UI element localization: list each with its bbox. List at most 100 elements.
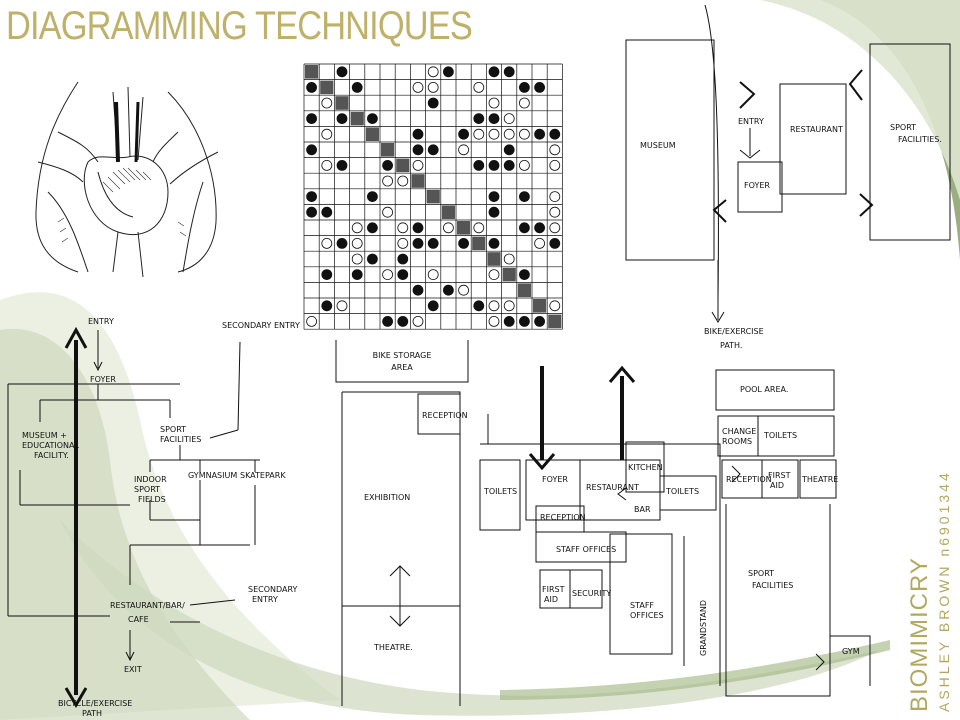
svg-text:THEATRE.: THEATRE. [373,643,413,652]
matrix-dot [336,300,348,312]
matrix-dot [382,315,393,327]
svg-text:AID: AID [544,595,558,604]
matrix-dot [473,160,485,171]
matrix-dot [412,160,424,171]
matrix-dot [442,284,454,296]
matrix-dot [367,222,378,234]
matrix-dot [549,144,561,156]
svg-text:EDUCATIONAL: EDUCATIONAL [22,441,80,450]
svg-text:FACILITIES.: FACILITIES. [898,135,942,144]
svg-text:FACILITIES: FACILITIES [752,581,793,590]
heart-sketch [35,81,219,278]
matrix-dot [473,82,485,93]
matrix-dot [306,191,318,203]
svg-text:TOILETS: TOILETS [665,487,699,496]
matrix-dot [518,269,530,281]
matrix-dot [503,253,515,265]
matrix-dot [458,128,470,140]
matrix-dot [306,206,318,218]
matrix-dot [488,66,500,78]
svg-text:MUSEUM: MUSEUM [640,141,676,150]
matrix-dot [306,144,318,156]
matrix-dot [488,237,500,249]
matrix-dot [427,82,439,93]
svg-text:SPORT: SPORT [160,425,186,434]
matrix-diagonal-cell [502,267,516,282]
svg-text:FIELDS: FIELDS [138,495,166,504]
svg-text:ENTRY: ENTRY [88,317,114,326]
svg-text:AREA: AREA [391,363,413,372]
svg-text:BICYCLE/EXERCISE: BICYCLE/EXERCISE [58,699,132,708]
page-title: DIAGRAMMING TECHNIQUES [6,4,473,48]
svg-text:FACILITIES: FACILITIES [160,435,201,444]
matrix-dot [321,269,333,281]
matrix-dot [412,82,424,93]
bubble-diagram: MUSEUM ENTRY RESTAURANT SPORT FACILITIES… [625,4,951,350]
matrix-dot [488,300,500,312]
matrix-dot [427,97,439,109]
matrix-diagonal-cell [517,283,531,297]
svg-text:FOYER: FOYER [744,181,770,190]
svg-text:RECEPTION: RECEPTION [422,411,468,420]
matrix-dot [488,160,500,171]
svg-text:SECURITY: SECURITY [572,589,611,598]
matrix-dot [473,300,485,312]
matrix-dot [549,160,561,171]
matrix-diagonal-cell [335,96,349,110]
svg-text:SPORT: SPORT [134,485,160,494]
matrix-dot [427,237,439,249]
matrix-dot [351,82,363,93]
svg-text:SECONDARY: SECONDARY [248,585,298,594]
matrix-dot [488,128,500,140]
matrix-dot [518,191,530,203]
matrix-dot [336,113,348,124]
matrix-diagonal-cell [305,65,319,79]
svg-text:POOL AREA.: POOL AREA. [740,385,788,394]
matrix-dot [534,315,546,327]
floor-plan: BIKE STORAGE AREA POOL AREA. RECEPTION C… [335,340,871,706]
svg-text:FIRST: FIRST [542,585,565,594]
matrix-dot [488,269,500,281]
matrix-dot [549,206,561,218]
matrix-diagonal-cell [320,80,334,95]
matrix-diagonal-cell [381,143,395,157]
matrix-dot [397,315,409,327]
svg-text:KITCHEN: KITCHEN [628,463,663,472]
matrix-dot [534,128,546,140]
matrix-dot [503,128,515,140]
matrix-dot [518,128,530,140]
matrix-diagonal-cell [472,236,486,251]
matrix-dot [382,160,393,171]
matrix-dot [488,315,500,327]
matrix-dot [427,269,439,281]
matrix-dot [351,269,363,281]
matrix-dot [397,175,409,187]
matrix-dot [549,191,561,203]
flow-diagram: ENTRY SECONDARY ENTRY FOYER MUSEUM + EDU… [7,317,300,718]
matrix-dot [503,113,515,124]
svg-text:OFFICES: OFFICES [630,611,664,620]
svg-text:GYM: GYM [842,647,860,656]
matrix-dot [306,113,318,124]
svg-text:FACILITY.: FACILITY. [34,451,69,460]
svg-text:CHANGE: CHANGE [722,427,756,436]
matrix-dot [382,175,393,187]
matrix-dot [367,253,378,265]
svg-text:FIRST: FIRST [768,471,791,480]
matrix-diagonal-cell [411,174,425,188]
matrix-dot [336,66,348,78]
matrix-dot [412,284,424,296]
matrix-dot [427,66,439,78]
matrix-dot [412,222,424,234]
matrix-dot [397,237,409,249]
matrix-dot [397,222,409,234]
svg-text:SECONDARY ENTRY: SECONDARY ENTRY [222,321,300,330]
matrix-dot [549,222,561,234]
matrix-dot [473,113,485,124]
matrix-dot [321,128,333,140]
matrix-dot [473,128,485,140]
svg-text:STAFF: STAFF [630,601,654,610]
matrix-dot [518,82,530,93]
svg-text:FOYER: FOYER [90,375,116,384]
adjacency-matrix [303,63,563,330]
